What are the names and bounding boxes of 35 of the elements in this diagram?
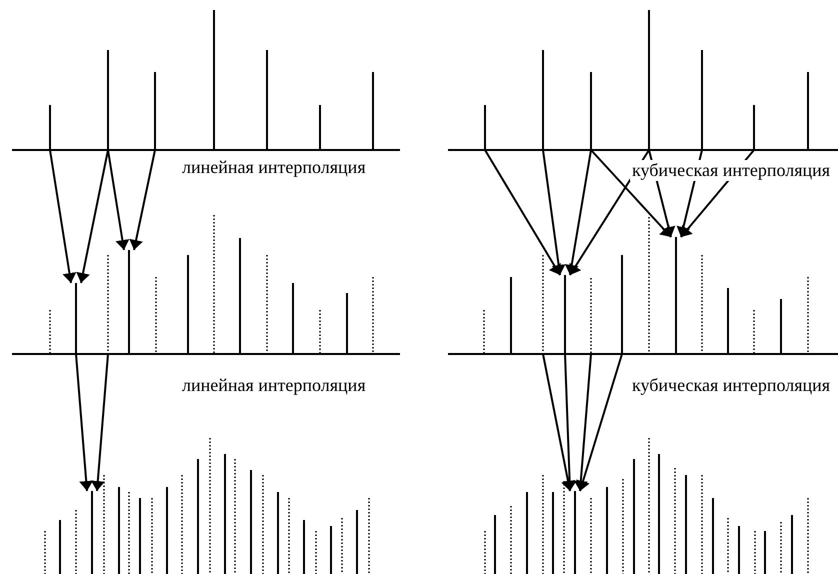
arrow (90, 354, 109, 492)
arrow (564, 150, 592, 276)
arrow (75, 354, 94, 492)
arrow (107, 150, 130, 250)
arrow (49, 150, 76, 284)
solid-stem (648, 10, 650, 150)
solid-stem (107, 50, 109, 150)
arrow (562, 354, 577, 492)
arrow (542, 354, 575, 492)
solid-stem (154, 72, 156, 150)
solid-stem (621, 255, 623, 354)
solid-stem (91, 491, 93, 574)
caption-text: кубическая интерполяция (630, 375, 832, 396)
solid-stem (590, 72, 592, 150)
arrow (576, 354, 623, 492)
solid-stem (128, 250, 130, 354)
solid-stem (542, 50, 544, 150)
arrow (129, 150, 156, 250)
solid-stem (675, 237, 677, 354)
solid-stem (75, 283, 77, 354)
solid-stem (49, 105, 51, 150)
dotted-stem (590, 278, 592, 354)
solid-stem (753, 105, 755, 150)
dotted-stem (107, 255, 109, 354)
solid-stem (574, 491, 576, 574)
arrow (542, 150, 566, 276)
arrow (484, 149, 561, 276)
solid-stem (484, 105, 486, 150)
solid-stem (564, 275, 566, 354)
dotted-stem (542, 255, 544, 354)
arrow (76, 150, 109, 284)
solid-stem (701, 50, 703, 150)
caption-text: кубическая интерполяция (630, 160, 832, 181)
arrow (590, 149, 672, 238)
arrow (574, 354, 592, 492)
